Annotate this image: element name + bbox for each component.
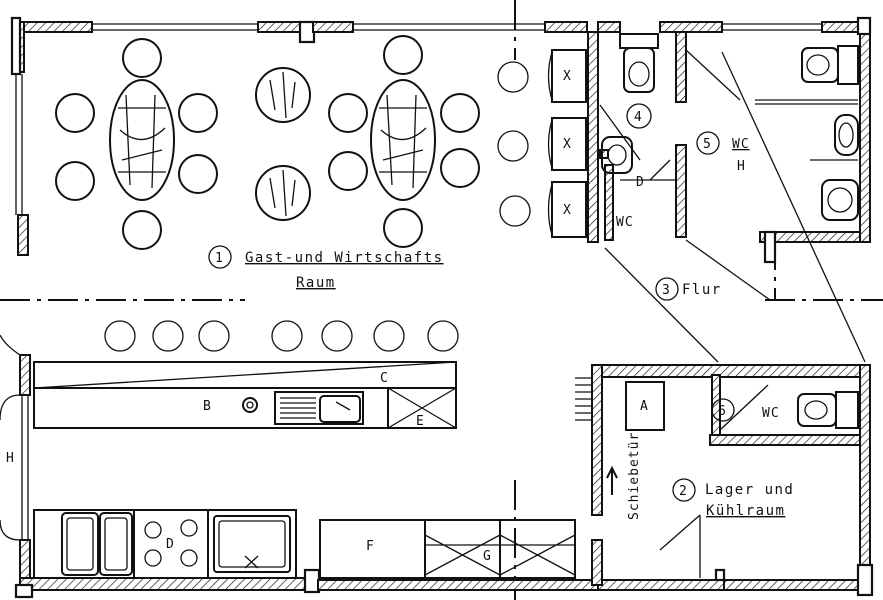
room-3-name: Flur [682,282,722,298]
lockers: X X X [547,49,587,238]
room-5-name-2: H [737,159,746,174]
room-1-name: Gast-und Wirtschafts [245,250,444,266]
interior-walls [587,31,861,264]
room-2-name: Lager und [705,482,794,498]
room-5-label: 5 WC H [696,131,750,174]
storage-walls [575,364,861,586]
room-4-name-2: WC [616,215,634,230]
locker-label-1: X [563,69,572,84]
kitchen-line: D F G [33,509,576,579]
locker-label-3: X [563,203,572,218]
table-right [370,79,436,201]
room-1-label: 1 Gast-und Wirtschafts Raum [208,245,444,291]
table-left [109,79,175,201]
room-4-number: 4 [634,110,643,125]
outer-walls [0,16,874,599]
locker-label-2: X [563,137,572,152]
bar-stools [104,320,459,352]
sliding-door-label: Schiebetür [627,432,642,520]
entrance-label-h: H [6,451,15,466]
room-5-number: 5 [703,137,712,152]
room-6-name: WC [762,406,780,421]
kitchen-label-f: F [366,539,375,554]
counter-label-e: E [416,414,425,429]
chairs [55,35,531,250]
kitchen-label-g: G [483,549,492,564]
room-3-number: 3 [662,283,671,298]
room-2-label: 2 Lager und Kühlraum [672,478,794,519]
room-2-number: 2 [679,484,688,499]
storage-furniture: A Schiebetür [606,381,665,520]
hall-lines [604,51,866,363]
room-1-number: 1 [215,251,224,266]
room-4-name: D [636,175,645,190]
sanitary [601,33,859,429]
stove-label-d: D [166,537,175,552]
room-2-name-2: Kühlraum [706,503,785,519]
bar-counter: C B E [33,361,457,429]
room-4-label: 4 D WC [616,103,652,230]
room-1-name-2: Raum [296,275,336,291]
room-3-label: 3 Flur [655,277,722,301]
counter-label-c: C [380,371,389,386]
sliding-door-marks [575,377,592,421]
dining-area [55,35,531,352]
counter-label-b: B [203,399,212,414]
storage-label-a: A [640,399,649,414]
room-6-number: 6 [718,404,727,419]
room-6-label: 6 WC [711,398,780,422]
room-5-name: WC [732,137,750,152]
